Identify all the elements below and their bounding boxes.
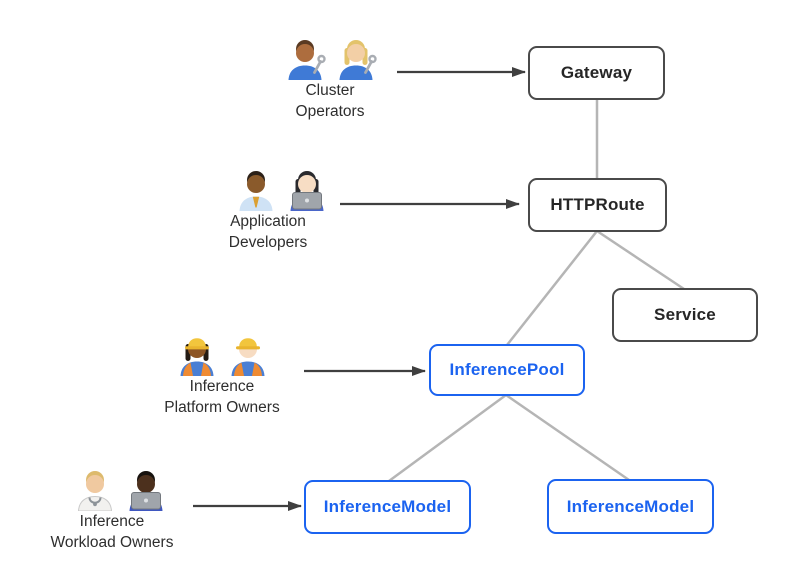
- inference-platform-owners-icons: [122, 332, 322, 376]
- node-inferencemodel-left: InferenceModel: [304, 480, 471, 534]
- application-developers-icons: [181, 167, 381, 211]
- man-construction-worker-icon: [226, 332, 270, 376]
- woman-technologist-icon: [285, 167, 329, 211]
- node-service: Service: [612, 288, 758, 342]
- inference-platform-owners-label: Inference Platform Owners: [122, 377, 322, 418]
- man-office-worker-icon: [234, 167, 278, 211]
- node-httproute: HTTPRoute: [528, 178, 667, 232]
- woman-mechanic-icon: [334, 36, 378, 80]
- persona-label-line: Cluster: [305, 82, 355, 99]
- inference-workload-owners-label: Inference Workload Owners: [12, 512, 212, 553]
- node-gateway: Gateway: [528, 46, 665, 100]
- persona-cluster-operators: Cluster Operators: [230, 36, 430, 122]
- man-technologist-icon: [124, 467, 168, 511]
- inference-workload-owners-icons: [20, 467, 220, 512]
- node-inferencemodel-right: InferenceModel: [547, 479, 714, 534]
- application-developers-label: Application Developers: [168, 212, 368, 253]
- persona-label-line: Inference: [79, 513, 145, 530]
- node-inferencepool: InferencePool: [429, 344, 585, 396]
- edge-httproute-service: [596, 229, 685, 291]
- persona-inference-workload-owners: Inference Workload Owners: [12, 467, 212, 553]
- cluster-operators-icons: [230, 36, 430, 80]
- persona-label-line: Inference: [189, 378, 255, 395]
- edge-inferencepool-inferencemodel-right: [505, 393, 630, 482]
- persona-label-line: Developers: [228, 233, 308, 251]
- health-worker-icon: [73, 467, 117, 512]
- persona-label-line: Platform Owners: [164, 398, 280, 416]
- persona-label-line: Operators: [295, 102, 365, 120]
- cluster-operators-label: Cluster Operators: [230, 81, 430, 122]
- persona-label-line: Workload Owners: [50, 533, 174, 551]
- man-mechanic-icon: [283, 36, 327, 80]
- persona-label-line: Application: [230, 213, 306, 230]
- woman-construction-worker-icon: [175, 332, 219, 376]
- edge-inferencepool-inferencemodel-left: [388, 393, 507, 483]
- edge-httproute-inferencepool: [506, 230, 598, 346]
- persona-inference-platform-owners: Inference Platform Owners: [122, 332, 322, 418]
- persona-application-developers: Application Developers: [168, 167, 368, 253]
